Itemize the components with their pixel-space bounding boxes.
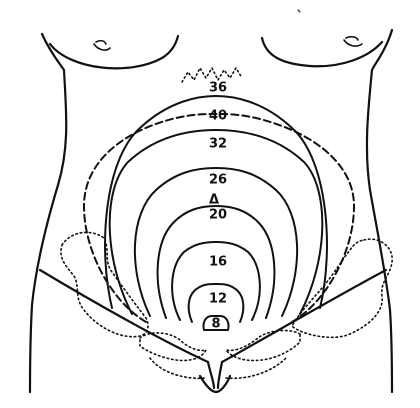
right-groin-line <box>218 270 386 388</box>
left-nipple <box>94 41 110 50</box>
label-26-weeks: 26 <box>209 173 227 188</box>
label-12-weeks: 12 <box>209 292 227 307</box>
right-nipple <box>344 37 362 46</box>
label-16-weeks: 16 <box>209 255 227 270</box>
torso-right-outline <box>367 30 392 392</box>
left-groin-line <box>40 270 214 388</box>
torso-left-outline <box>30 34 66 392</box>
pelvis-right-iliac <box>292 239 392 337</box>
label-8-weeks: 8 <box>211 317 220 332</box>
pelvis-lower-ring <box>150 358 286 378</box>
pelvis-right-pubic <box>226 331 300 361</box>
right-breast-curve <box>262 38 382 66</box>
label-32-weeks: 32 <box>209 137 227 152</box>
left-breast-curve <box>50 36 178 68</box>
label-20-weeks: 20 <box>209 208 227 223</box>
label-36-weeks: 36 <box>209 81 227 96</box>
label-40-weeks: 40 <box>209 109 227 124</box>
umbilicus-marker: Δ <box>209 193 219 208</box>
chest-mark <box>298 10 300 12</box>
